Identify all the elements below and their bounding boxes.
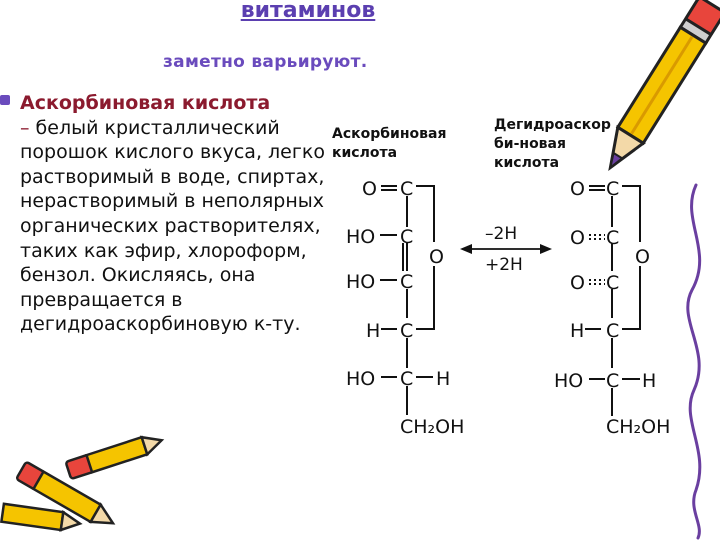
ascorbic-acid-atoms: O C HO C O HO C H C HO C H CH₂OH (346, 178, 464, 438)
atom-o: O (570, 227, 585, 249)
bullet-marker (0, 95, 10, 105)
atom-h: H (366, 320, 380, 342)
label-line: кислота (332, 145, 398, 161)
label-line: Аскорбиновая (332, 126, 447, 142)
highlight-term: Аскорбиновая кислота (20, 92, 271, 114)
atom-ho: HO (346, 226, 375, 248)
atom-ch2oh: CH₂OH (606, 416, 670, 438)
reaction-arrows (460, 244, 552, 254)
atom-ho: HO (346, 368, 375, 390)
atom-ch2oh: CH₂OH (400, 416, 464, 438)
ring-oxygen: O (429, 246, 444, 268)
ring-oxygen: O (635, 246, 650, 268)
atom-c: C (606, 178, 619, 200)
atom-c: C (606, 320, 619, 342)
atom-o: O (570, 272, 585, 294)
atom-c: C (606, 370, 619, 392)
ascorbic-acid-structure (380, 185, 435, 415)
paragraph-text: белый кристаллический порошок кислого вк… (20, 116, 325, 336)
ascorbic-acid-label: Аскорбиновая кислота (332, 125, 446, 163)
atom-ho: HO (346, 271, 375, 293)
atom-c: C (400, 271, 413, 293)
structure-diagram: O C HO C O HO C H C HO C H CH₂OH –2H +2H (346, 178, 670, 438)
squiggle-decoration (686, 183, 702, 540)
dehydroascorbic-acid-atoms: O C O C O O C H C HO C H CH₂OH (554, 178, 670, 438)
atom-c: C (400, 368, 413, 390)
atom-c: C (606, 272, 619, 294)
body-paragraph: Аскорбиновая кислота – белый кристалличе… (20, 91, 335, 337)
slide-title-line1: витаминов (240, 0, 376, 23)
arrow-bottom-label: +2H (485, 255, 523, 275)
atom-c: C (400, 178, 413, 200)
atom-h: H (436, 368, 450, 390)
atom-c: C (606, 227, 619, 249)
label-line: би-новая (494, 136, 566, 152)
atom-h: H (570, 320, 584, 342)
pencils-icon (0, 435, 165, 532)
label-line: Дегидроаскор (494, 117, 611, 133)
dash: – (20, 116, 30, 139)
dehydroascorbic-acid-structure (585, 185, 641, 416)
slide-title-line2: заметно варьируют. (163, 52, 368, 72)
atom-o: O (362, 178, 377, 200)
arrow-top-label: –2H (485, 224, 517, 244)
atom-ho: HO (554, 370, 583, 392)
atom-h: H (642, 370, 656, 392)
atom-o: O (570, 178, 585, 200)
atom-c: C (400, 226, 413, 248)
atom-c: C (400, 320, 413, 342)
dehydroascorbic-acid-label: Дегидроаскор би-новая кислота (494, 116, 611, 173)
pencil-icon (608, 0, 720, 171)
label-line: кислота (494, 155, 560, 171)
